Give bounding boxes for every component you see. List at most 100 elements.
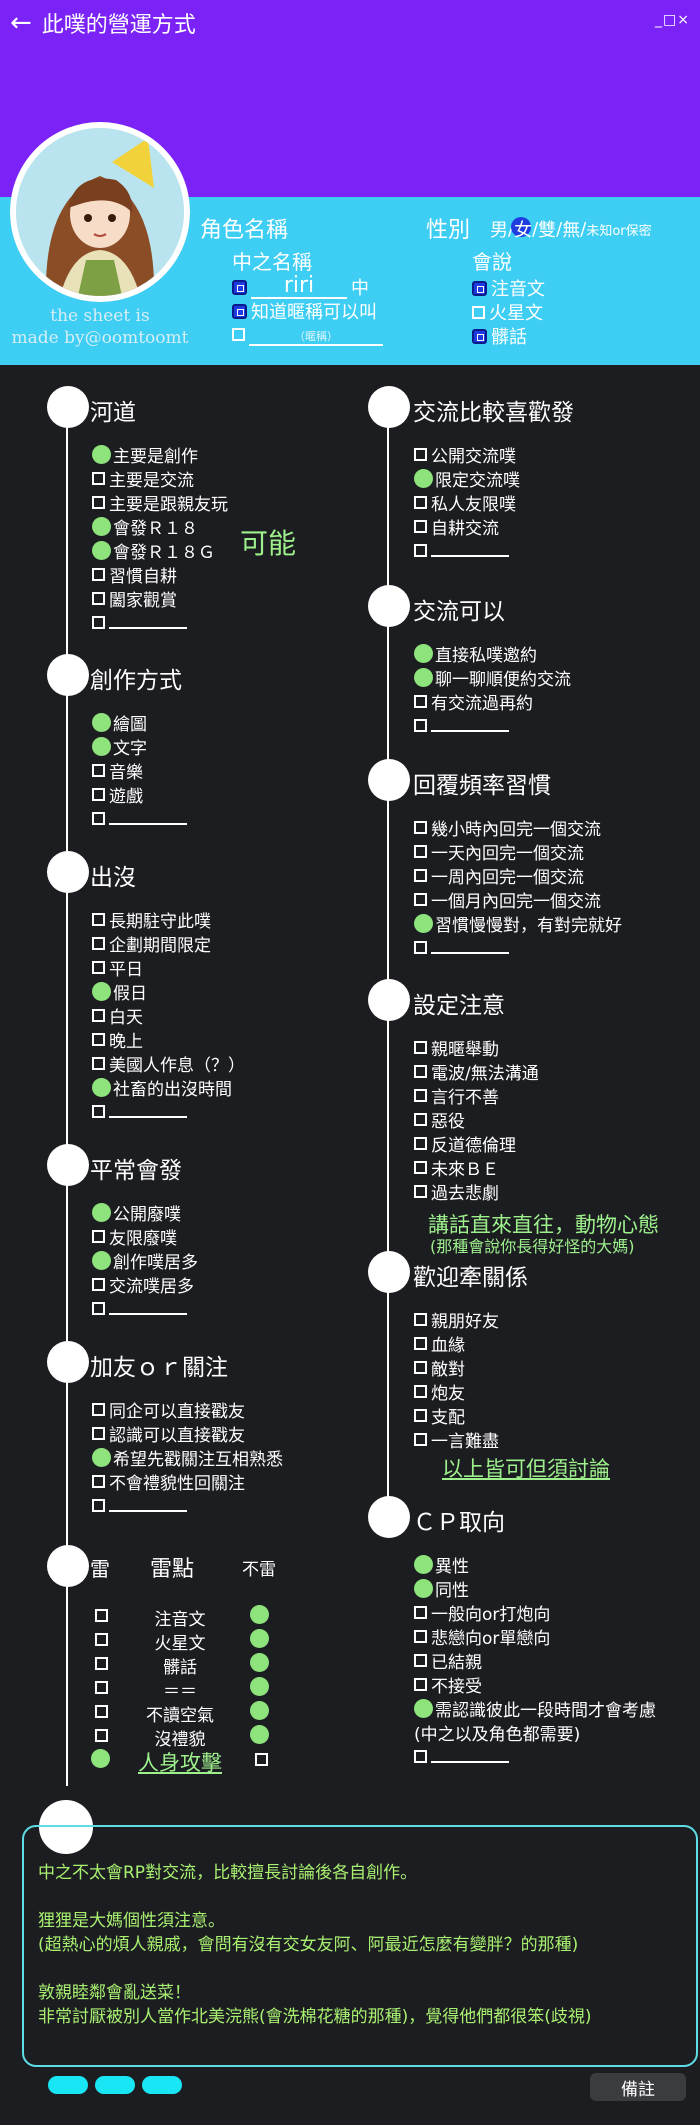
checklist-item[interactable]: 異性 (414, 1552, 469, 1577)
memo-button[interactable]: 備註 (590, 2073, 686, 2101)
checklist-item[interactable]: 電波/無法溝通 (414, 1059, 539, 1084)
gender-male[interactable]: 男 (490, 220, 508, 241)
checkbox[interactable] (92, 1032, 105, 1046)
checkbox[interactable] (92, 912, 105, 926)
checkbox[interactable] (92, 1474, 105, 1488)
know-nickname-checkbox[interactable] (232, 303, 247, 319)
checklist-item[interactable]: 美國人作息（？） (92, 1051, 245, 1076)
checklist-item[interactable]: (中之以及角色都需要) (414, 1720, 580, 1745)
checked-mark-icon[interactable] (414, 1578, 433, 1598)
checklist-item[interactable]: 主要是創作 (92, 442, 198, 467)
checked-mark-icon[interactable] (92, 981, 111, 1001)
speak-swear-checkbox[interactable] (472, 328, 487, 344)
checkbox[interactable] (92, 1104, 105, 1118)
checked-mark-icon[interactable] (414, 913, 433, 933)
checklist-item[interactable]: 敵對 (414, 1355, 465, 1380)
thunder-left-checkbox[interactable] (95, 1609, 108, 1622)
checklist-item[interactable]: 言行不善 (414, 1083, 499, 1108)
checkbox[interactable] (92, 1301, 105, 1315)
checked-mark-icon[interactable] (92, 540, 111, 560)
checkbox[interactable] (92, 591, 105, 605)
checked-mark-icon[interactable] (92, 1447, 111, 1467)
checklist-item[interactable]: 支配 (414, 1403, 465, 1428)
checklist-item[interactable]: 同企可以直接戳友 (92, 1397, 245, 1422)
checklist-item[interactable]: 有交流過再約 (414, 689, 533, 714)
checkbox[interactable] (414, 1312, 427, 1326)
zhong-name-checkbox[interactable] (232, 279, 247, 295)
back-arrow-icon[interactable]: ← (10, 8, 32, 38)
checkbox[interactable] (92, 787, 105, 801)
thunder-right-mark-icon[interactable] (250, 1653, 269, 1672)
gender-unknown[interactable]: 未知or保密 (586, 223, 652, 239)
checklist-item[interactable]: 不會禮貌性回關注 (92, 1469, 245, 1494)
thunder-right-mark-icon[interactable] (250, 1725, 269, 1744)
checked-mark-icon[interactable] (92, 1077, 111, 1097)
checklist-item[interactable]: 同性 (414, 1576, 469, 1601)
checklist-item[interactable]: 未來ＢＥ (414, 1155, 499, 1180)
thunder-right-mark-icon[interactable] (250, 1629, 269, 1648)
checkbox[interactable] (92, 811, 105, 825)
window-controls[interactable]: _□× (655, 12, 690, 28)
checklist-item[interactable]: 聊一聊順便約交流 (414, 665, 571, 690)
checklist-item[interactable]: 需認識彼此一段時間才會考慮 (414, 1696, 656, 1721)
checklist-item[interactable]: 創作噗居多 (92, 1248, 198, 1273)
checklist-item[interactable]: 一天內回完一個交流 (414, 839, 584, 864)
checklist-item[interactable]: 文字 (92, 734, 147, 759)
checklist-item[interactable] (414, 935, 509, 959)
checklist-item[interactable]: 繪圖 (92, 710, 147, 735)
checklist-item[interactable]: 晚上 (92, 1027, 143, 1052)
checkbox[interactable] (414, 718, 427, 732)
checklist-item[interactable]: 希望先戳關注互相熟悉 (92, 1445, 283, 1470)
checked-mark-icon[interactable] (92, 444, 111, 464)
checkbox[interactable] (414, 1112, 427, 1126)
checklist-item[interactable]: 炮友 (414, 1379, 465, 1404)
checklist-item[interactable] (414, 538, 509, 562)
checkbox[interactable] (414, 940, 427, 954)
checkbox[interactable] (414, 1384, 427, 1398)
checkbox[interactable] (414, 543, 427, 557)
checkbox[interactable] (92, 1056, 105, 1070)
nickname-row[interactable]: （暱稱） (232, 322, 383, 346)
checklist-item[interactable] (92, 610, 187, 634)
checklist-item[interactable] (92, 1099, 187, 1123)
speak-option-zhuyin[interactable]: 注音文 (472, 275, 545, 301)
thunder-left-checkbox[interactable] (95, 1633, 108, 1646)
checklist-item[interactable]: 一言難盡 (414, 1427, 499, 1452)
checkbox[interactable] (414, 1408, 427, 1422)
checklist-item[interactable]: 悲戀向or單戀向 (414, 1624, 550, 1649)
checkbox[interactable] (414, 1629, 427, 1643)
checkbox[interactable] (92, 495, 105, 509)
checkbox[interactable] (92, 567, 105, 581)
checkbox[interactable] (414, 820, 427, 834)
checklist-item[interactable]: 交流噗居多 (92, 1272, 194, 1297)
checkbox[interactable] (414, 694, 427, 708)
checkbox[interactable] (92, 936, 105, 950)
thunder-left-checkbox[interactable] (95, 1681, 108, 1694)
thunder-right-mark-icon[interactable] (250, 1701, 269, 1720)
know-nickname-row[interactable]: 知道暱稱可以叫 (232, 298, 377, 324)
checklist-item[interactable]: 幾小時內回完一個交流 (414, 815, 601, 840)
checklist-item[interactable]: 友限廢噗 (92, 1224, 177, 1249)
checkbox[interactable] (414, 892, 427, 906)
checklist-item[interactable]: 公開廢噗 (92, 1200, 181, 1225)
checked-mark-icon[interactable] (92, 1202, 111, 1222)
checked-mark-icon[interactable] (414, 1698, 433, 1718)
checkbox[interactable] (414, 1136, 427, 1150)
checklist-item[interactable]: 認識可以直接戳友 (92, 1421, 245, 1446)
checkbox[interactable] (92, 960, 105, 974)
checklist-item[interactable]: 過去悲劇 (414, 1179, 499, 1204)
checkbox[interactable] (414, 495, 427, 509)
checkbox[interactable] (414, 1360, 427, 1374)
checklist-item[interactable]: 假日 (92, 979, 147, 1004)
checklist-item[interactable]: 親朋好友 (414, 1307, 499, 1332)
checkbox[interactable] (414, 844, 427, 858)
checklist-item[interactable]: 闔家觀賞 (92, 586, 177, 611)
checklist-item[interactable]: 一般向or打炮向 (414, 1600, 550, 1625)
checklist-item[interactable]: 私人友限噗 (414, 490, 516, 515)
gender-dual[interactable]: 雙 (538, 220, 557, 241)
checkbox[interactable] (92, 1229, 105, 1243)
gender-none[interactable]: 無 (562, 220, 581, 241)
checkbox[interactable] (414, 1088, 427, 1102)
checked-mark-icon[interactable] (414, 667, 433, 687)
checkbox[interactable] (414, 868, 427, 882)
